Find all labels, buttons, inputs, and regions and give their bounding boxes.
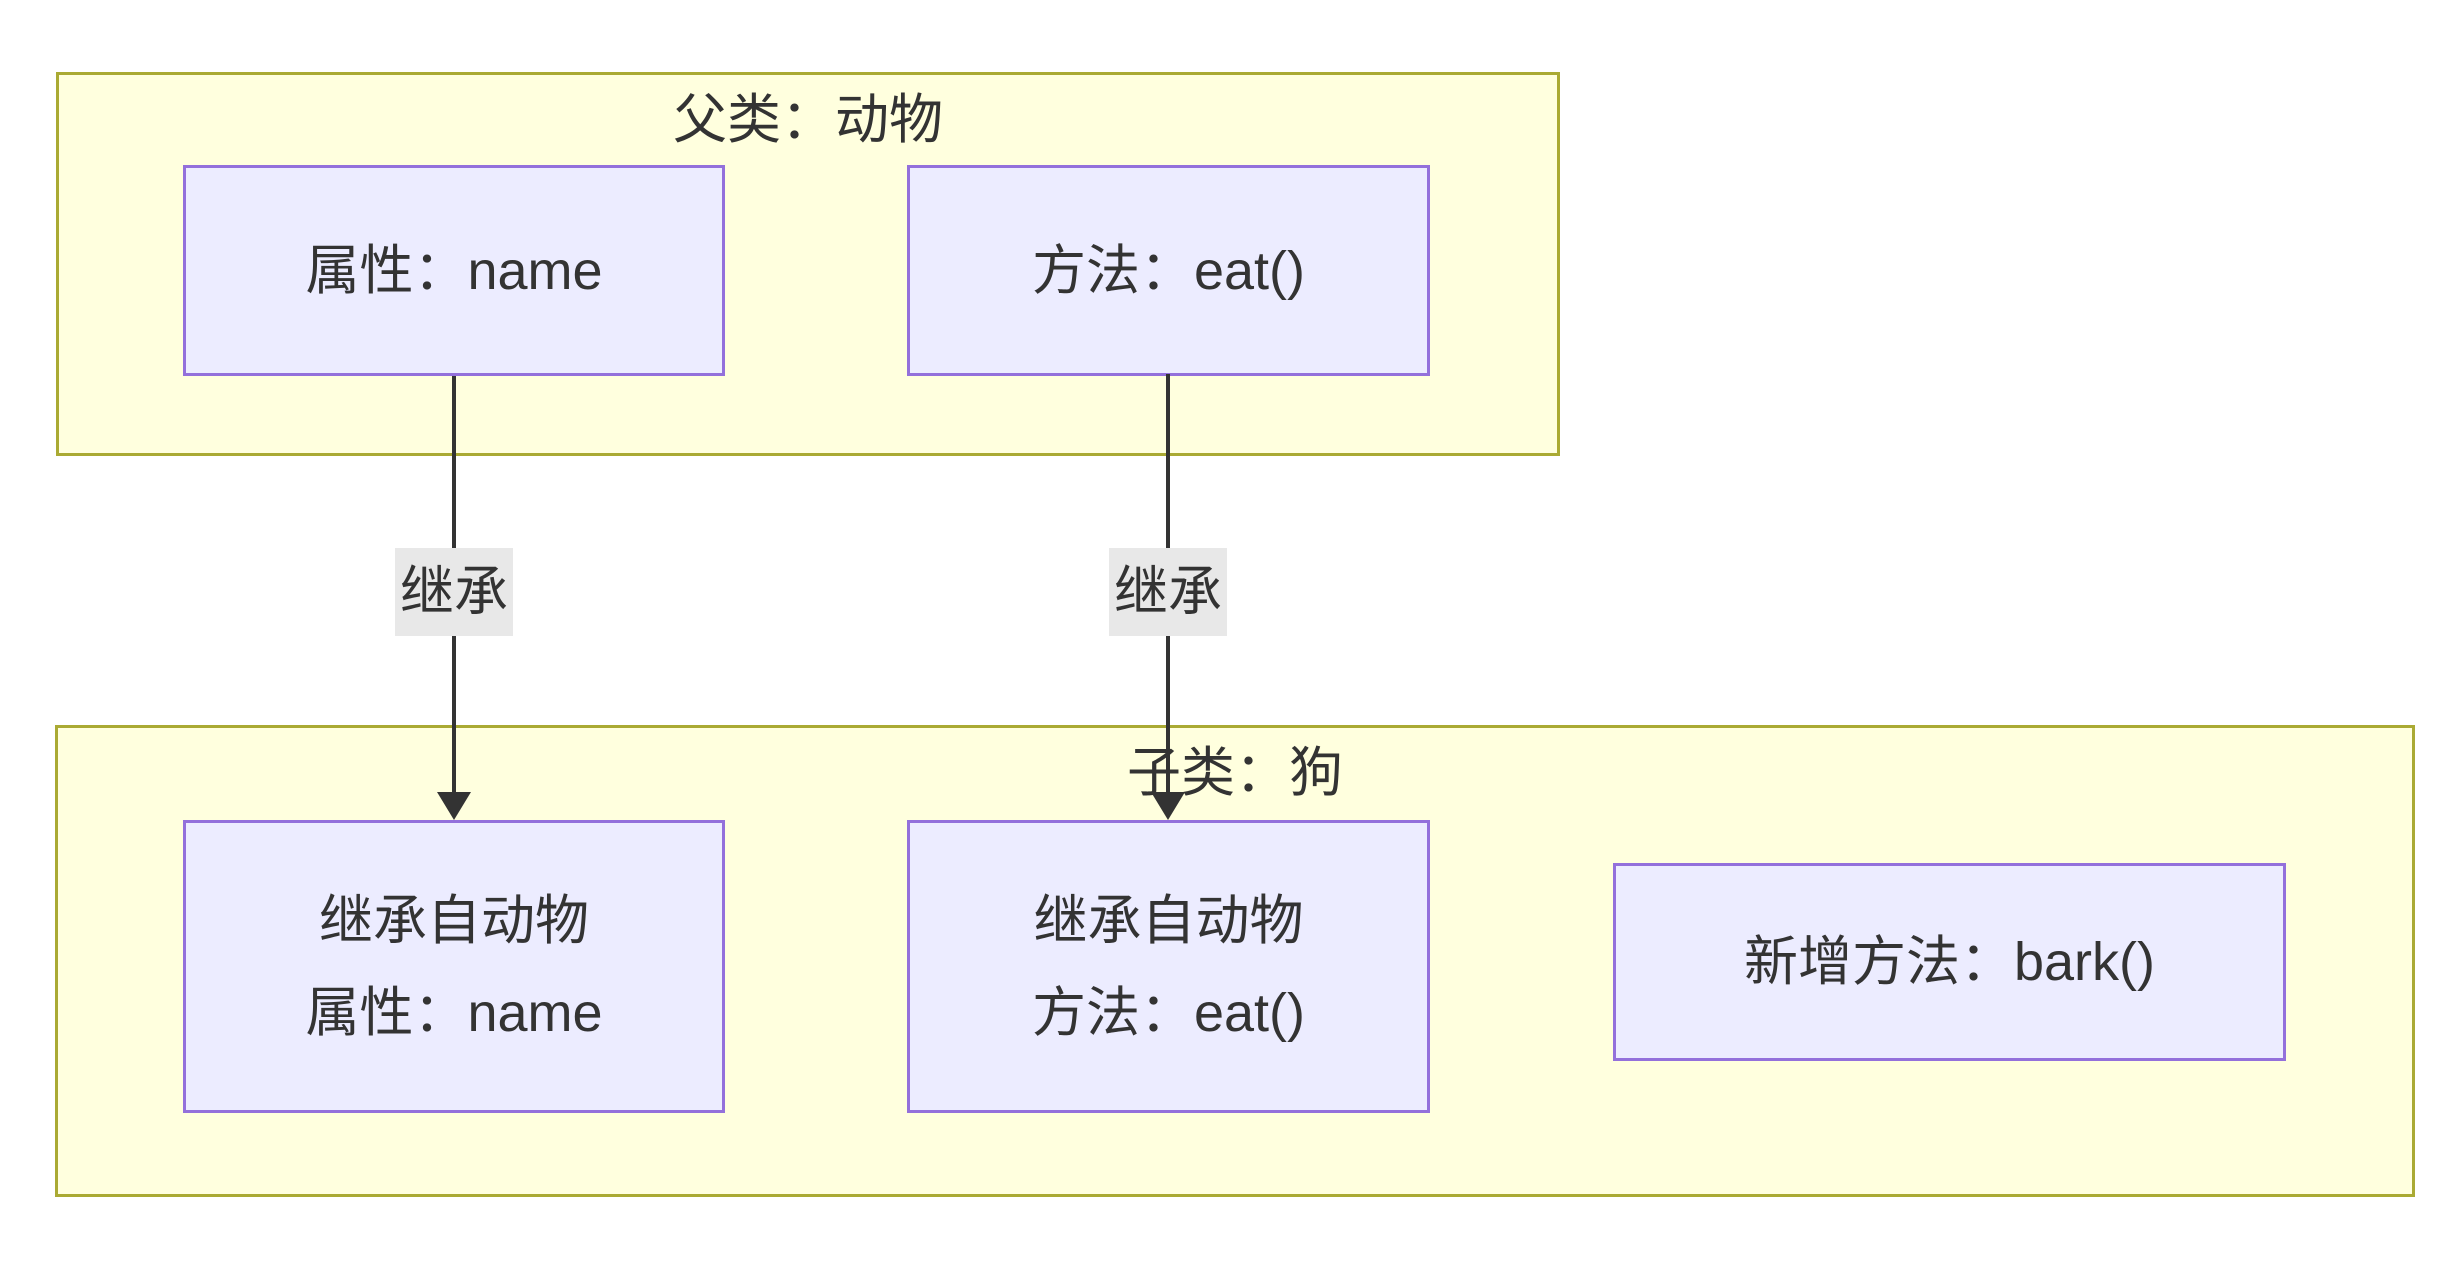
node-parent-method: 方法：eat() bbox=[907, 165, 1430, 376]
edge-inherit-attribute-label: 继承 bbox=[395, 548, 513, 636]
cluster-child-title: 子类：狗 bbox=[1127, 743, 1343, 803]
cluster-parent-title: 父类：动物 bbox=[673, 90, 943, 150]
arrowhead-icon bbox=[437, 792, 471, 820]
node-child-method-line-2: 方法：eat() bbox=[1031, 982, 1306, 1043]
node-child-new-method-label: 新增方法：bark() bbox=[1743, 932, 2155, 992]
node-parent-attribute: 属性：name bbox=[183, 165, 725, 376]
node-child-method: 继承自动物 方法：eat() bbox=[907, 820, 1430, 1113]
node-child-attribute-line-2: 属性：name bbox=[305, 982, 603, 1043]
edge-inherit-method-label: 继承 bbox=[1109, 548, 1227, 636]
node-child-attribute-line-1: 继承自动物 bbox=[319, 890, 589, 951]
node-parent-attribute-label: 属性：name bbox=[305, 240, 603, 301]
node-child-new-method: 新增方法：bark() bbox=[1613, 863, 2286, 1061]
arrowhead-icon bbox=[1151, 792, 1185, 820]
node-child-attribute: 继承自动物 属性：name bbox=[183, 820, 725, 1113]
node-child-method-line-1: 继承自动物 bbox=[1033, 890, 1304, 951]
node-parent-method-label: 方法：eat() bbox=[1031, 240, 1306, 301]
